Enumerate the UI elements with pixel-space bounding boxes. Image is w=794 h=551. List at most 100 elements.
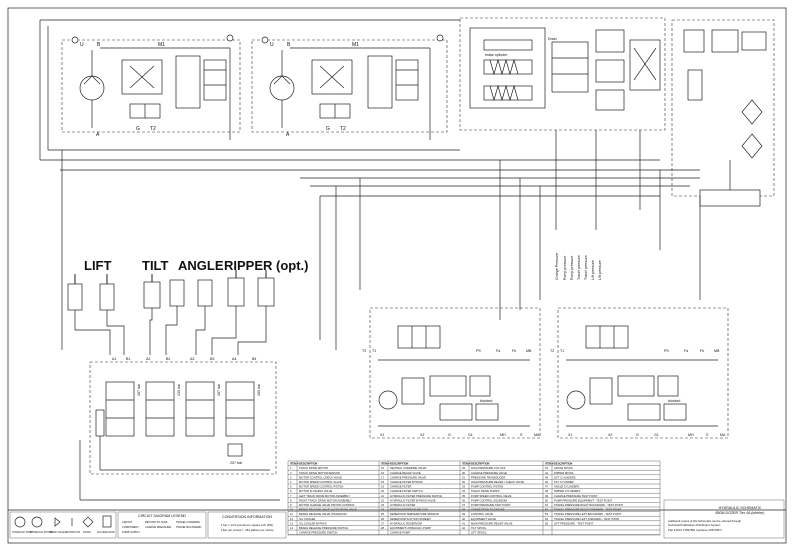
parts-table-cell: TRACK DRIVE PUMPS [471, 489, 500, 493]
parts-table-cell: PUMP SPEED CONTROL VALVE [471, 494, 512, 498]
symbol-label: ACCUMULATOR [97, 531, 115, 534]
parts-table-cell: HYDRAULIC FILTER PRESSURE SWITCH [390, 494, 442, 498]
tilt-cylinder [143, 281, 161, 309]
drive-left-port: MH [500, 433, 506, 437]
routing-lines [60, 130, 701, 350]
drive-circuit-right: T2 T1 PS Fa Fb MB X1 X2 G G1 MH S MA blo… [550, 307, 729, 439]
parts-table-cell: 34 [462, 489, 465, 493]
drive-left-port: T1 [372, 349, 376, 353]
parts-table-cell: 5 [290, 485, 292, 489]
parts-table-cell: CONTROL VALVE [471, 512, 493, 516]
parts-table-cell: 18 [381, 480, 384, 484]
valve-port-label: B4 [252, 357, 256, 361]
parts-table-cell: 23 [381, 503, 384, 507]
parts-table-cell: TILT CYLINDER [554, 480, 574, 484]
angle-cylinder [169, 279, 185, 307]
pump-left-t2-label: T2 [150, 126, 156, 132]
parts-table-cell: 12 [290, 517, 293, 521]
pump-left-b-label: B [97, 42, 101, 48]
parts-table-cell: 39 [462, 512, 465, 516]
relief-pressure-label: 200 bar [257, 383, 261, 396]
test-port-label: Charge Pressure [555, 253, 559, 280]
pump-right-t2-label: T2 [340, 126, 346, 132]
parts-table-header: DESCRIPTION [554, 462, 572, 466]
legend-item: TRAVEL BACKWARD [176, 525, 202, 529]
parts-table-cell: CHARGE PRESSURE TEST POINT [554, 494, 598, 498]
drive-left-blocked: blocked [480, 399, 492, 403]
pump-right-b-label: B [287, 42, 291, 48]
parts-table-cell: 37 [462, 503, 465, 507]
parts-table-cell: PUMP CONTROL SOLENOID [471, 498, 507, 502]
pump-left-a-label: A [96, 132, 100, 138]
valve-port-label: A1 [112, 357, 116, 361]
parts-table-cell: TRAVEL PRESSURE RIGHT BACKWARD - TEST PO… [554, 503, 623, 507]
symbol-label: RESTRICTOR [65, 532, 80, 534]
title-note-2: Technical Publications Distribution Syst… [668, 523, 721, 527]
parts-table-cell: 55 [545, 521, 548, 525]
drive-right-port: Fa [684, 349, 688, 353]
angle-cylinder [197, 279, 213, 307]
parts-table-cell: 43 [545, 466, 548, 470]
title-note-1: Additional copies of this Schematic can … [668, 519, 742, 523]
parts-table-cell: 50 [545, 498, 548, 502]
test-port-label: Travel pressure [584, 255, 588, 280]
parts-table-cell: PRESSURE TRANSDUCER [471, 475, 505, 479]
parts-table-cell: PUMP CONTROL PISTON [471, 485, 503, 489]
parts-table-cell: HIGH PRESSURE CUT-OFF [471, 466, 506, 470]
parts-table-cell: CHARGE PUMP [390, 531, 410, 535]
parts-table-cell: MOTOR CONTROL CHECK VALVE [299, 475, 342, 479]
parts-table-cell: CHARGE PRESSURE VALVE [390, 475, 426, 479]
drive-left-port: S [520, 433, 523, 437]
parts-table-cell: RESERVOIR PRESSURE CAP [390, 508, 428, 512]
parts-table-cell: MOTOR SPEED CONTROL VALVE [299, 480, 342, 484]
parts-table-cell: 45 [545, 475, 548, 479]
parts-table-cell: 32 [462, 480, 465, 484]
drive-left-port: T2 [362, 349, 366, 353]
conversion-info: CONVERSION INFORMATION 1 bar = 14.5 poun… [207, 511, 287, 539]
parts-table-cell: 46 [545, 480, 548, 484]
parts-table-cell: 30 [462, 471, 465, 475]
ripper-cylinder [227, 277, 245, 307]
ripper-cylinder [257, 277, 275, 307]
parts-table-cell: 38 [462, 508, 465, 512]
drive-left-port: MB [526, 349, 532, 353]
drive-right-port: PS [664, 349, 669, 353]
parts-table-cell: RIPPER SPOOL [554, 471, 575, 475]
parts-table-cell: MAIN PRESSURE RELIEF VALVE [471, 521, 513, 525]
parts-table-cell: PUMP PRESSURE EQUIPMENT - TEST POINT [554, 498, 612, 502]
parts-table-cell: LIFT PRESSURE - TEST POINT [554, 521, 593, 525]
drive-left-port: X2 [420, 433, 424, 437]
drive-left-port: MA [534, 433, 540, 437]
drive-right-port: Fb [700, 349, 704, 353]
parts-table-cell: NEUTRAL OVERRIDE VALVE [390, 466, 426, 470]
brake-drain-label: Drain [548, 37, 557, 41]
parts-table-cell: TILT SPOOL [471, 526, 487, 530]
symbol-label: CHECK VALVE [49, 531, 65, 534]
parts-table-cell: 15 [381, 466, 384, 470]
parts-table-cell: EQUIPMENT VALVE [471, 517, 496, 521]
parts-table-cell: CHARGE FILTER [390, 485, 411, 489]
parts-table-cell: 4 [290, 480, 292, 484]
drive-right-port: MH [688, 433, 694, 437]
cylinders [67, 270, 275, 311]
test-port-label: Pump pressure [563, 256, 567, 280]
parts-table-cell: MOTOR FLUSHING VALVE [299, 489, 333, 493]
parts-table-cell: CHARGE FILTER BYPASS [390, 480, 423, 484]
test-port-label: Lift pressure [598, 260, 602, 280]
parts-table-cell: 16 [381, 471, 384, 475]
drive-right-blocked: blocked [668, 399, 680, 403]
legend-title: CIRCUIT DIAGRAM LEGEND [138, 514, 186, 518]
parts-table-cell: 14 [290, 526, 293, 530]
parts-table-cell: 22 [381, 498, 384, 502]
parts-table-cell: 19 [381, 485, 384, 489]
test-ports: Charge Pressure Pump pressure Pump press… [555, 253, 602, 280]
parts-table-cell: 29 [462, 466, 465, 470]
parts-table-cell: 20 [381, 489, 384, 493]
parts-table-cell: 21 [381, 494, 384, 498]
pump-right-m1-label: M1 [352, 42, 359, 48]
parts-table-header: ITEM # [290, 462, 299, 466]
parts-table-cell: 44 [545, 471, 548, 475]
legend-item: PUMP SUPPLY [122, 530, 140, 534]
